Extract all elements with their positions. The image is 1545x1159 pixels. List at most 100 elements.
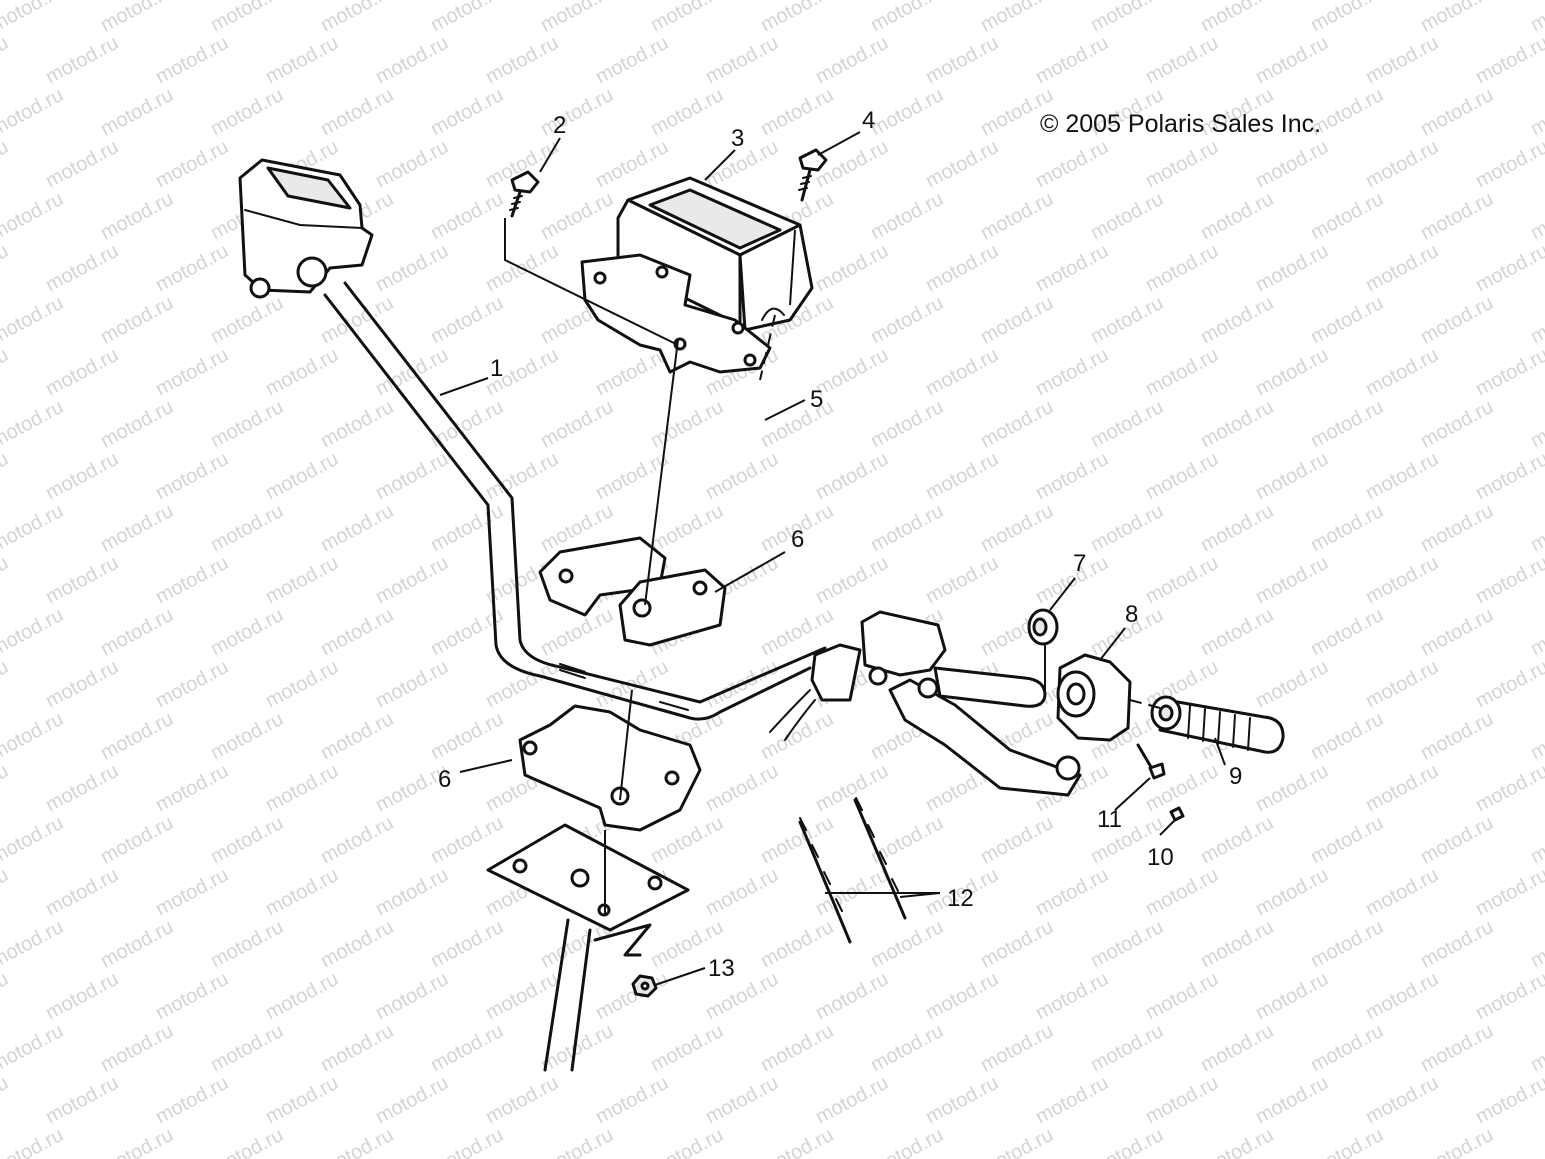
callout-leaders <box>439 131 1226 986</box>
watermark-text: motod.ru <box>1527 1124 1545 1159</box>
watermark-text: motod.ru <box>977 1124 1057 1159</box>
watermark-text: motod.ru <box>812 552 892 608</box>
watermark-text: motod.ru <box>867 1124 947 1159</box>
watermark-text: motod.ru <box>867 0 947 36</box>
watermark-text: motod.ru <box>867 292 947 348</box>
watermark-text: motod.ru <box>372 240 452 296</box>
watermark-text: motod.ru <box>1252 32 1332 88</box>
watermark-text: motod.ru <box>207 84 287 140</box>
watermark-text: motod.ru <box>0 292 67 348</box>
watermark-text: motod.ru <box>1032 136 1112 192</box>
watermark-text: motod.ru <box>1307 1020 1387 1076</box>
watermark-text: motod.ru <box>1142 1072 1222 1128</box>
part-left-master-cylinder <box>238 158 374 299</box>
watermark-text: motod.ru <box>1472 344 1545 400</box>
watermark-text: motod.ru <box>317 708 397 764</box>
watermark-text: motod.ru <box>97 916 177 972</box>
part-cover-pad <box>616 176 814 332</box>
watermark-text: motod.ru <box>702 448 782 504</box>
watermark-text: motod.ru <box>812 760 892 816</box>
watermark-text: motod.ru <box>427 708 507 764</box>
watermark-text: motod.ru <box>262 968 342 1024</box>
watermark-text: motod.ru <box>0 812 67 868</box>
watermark-text: motod.ru <box>1472 656 1545 712</box>
watermark-text: motod.ru <box>1472 240 1545 296</box>
watermark-text: motod.ru <box>1527 812 1545 868</box>
watermark-text: motod.ru <box>0 84 67 140</box>
watermark-text: motod.ru <box>1197 292 1277 348</box>
watermark-text: motod.ru <box>1472 552 1545 608</box>
part-grip <box>1150 695 1285 754</box>
callout-labels: 1 2 3 4 5 6 6 7 8 9 10 11 12 13 <box>438 107 1242 982</box>
watermark-text: motod.ru <box>1197 1124 1277 1159</box>
watermark-text: motod.ru <box>0 968 12 1024</box>
watermark-text: motod.ru <box>152 760 232 816</box>
watermark-text: motod.ru <box>537 1124 617 1159</box>
watermark-text: motod.ru <box>152 864 232 920</box>
part-switch-housing <box>1056 653 1132 742</box>
part-nut <box>631 974 658 998</box>
watermark-text: motod.ru <box>207 812 287 868</box>
watermark-text: motod.ru <box>812 32 892 88</box>
watermark-text: motod.ru <box>0 1020 67 1076</box>
watermark-text: motod.ru <box>1197 396 1277 452</box>
watermark-text: motod.ru <box>977 0 1057 36</box>
watermark-text: motod.ru <box>867 1020 947 1076</box>
watermark-text: motod.ru <box>1307 916 1387 972</box>
watermark-text: motod.ru <box>757 0 837 36</box>
watermark-text: motod.ru <box>1142 32 1222 88</box>
watermark-text: motod.ru <box>1362 656 1442 712</box>
watermark-text: motod.ru <box>0 760 12 816</box>
callout-11: 11 <box>1097 806 1122 833</box>
watermark-text: motod.ru <box>1417 916 1497 972</box>
watermark-text: motod.ru <box>0 1072 12 1128</box>
assembly-lines <box>504 218 1161 915</box>
watermark-text: motod.ru <box>207 292 287 348</box>
watermark-text: motod.ru <box>1362 240 1442 296</box>
watermark-text: motod.ru <box>1362 32 1442 88</box>
watermark-text: motod.ru <box>1087 1020 1167 1076</box>
watermark-text: motod.ru <box>152 968 232 1024</box>
watermark-text: motod.ru <box>0 604 67 660</box>
watermark-text: motod.ru <box>702 864 782 920</box>
watermark-text: motod.ru <box>42 656 122 712</box>
watermark-text: motod.ru <box>757 84 837 140</box>
part-cable-ties <box>798 797 907 944</box>
watermark-text: motod.ru <box>1142 448 1222 504</box>
watermark-text: motod.ru <box>702 760 782 816</box>
watermark-text: motod.ru <box>1307 708 1387 764</box>
watermark-text: motod.ru <box>0 708 67 764</box>
watermark-text: motod.ru <box>1032 448 1112 504</box>
watermark-text: motod.ru <box>1087 500 1167 556</box>
watermark-text: motod.ru <box>1527 916 1545 972</box>
callout-8: 8 <box>1125 601 1138 628</box>
watermark-text: motod.ru <box>1362 968 1442 1024</box>
watermark-text: motod.ru <box>1142 864 1222 920</box>
watermark-text: motod.ru <box>812 240 892 296</box>
watermark-text: motod.ru <box>427 0 507 36</box>
watermark-text: motod.ru <box>1032 32 1112 88</box>
watermark-text: motod.ru <box>977 812 1057 868</box>
watermark-text: motod.ru <box>812 1072 892 1128</box>
part-handlebar <box>323 281 827 741</box>
watermark-text: motod.ru <box>757 1020 837 1076</box>
callout-5: 5 <box>810 386 823 413</box>
watermark-text: motod.ru <box>922 32 1002 88</box>
watermark-text: motod.ru <box>97 0 177 36</box>
copyright-notice: © 2005 Polaris Sales Inc. <box>1040 110 1322 138</box>
watermark-text: motod.ru <box>427 1020 507 1076</box>
watermark-text: motod.ru <box>1142 240 1222 296</box>
watermark-text: motod.ru <box>0 344 12 400</box>
watermark-text: motod.ru <box>42 760 122 816</box>
watermark-text: motod.ru <box>1362 136 1442 192</box>
watermark-text: motod.ru <box>317 812 397 868</box>
callout-6-lower: 6 <box>438 766 451 793</box>
watermark-text: motod.ru <box>372 864 452 920</box>
watermark-text: motod.ru <box>1527 188 1545 244</box>
watermark-text: motod.ru <box>1252 552 1332 608</box>
watermark-text: motod.ru <box>1087 188 1167 244</box>
watermark-text: motod.ru <box>207 1124 287 1159</box>
watermark-text: motod.ru <box>97 1124 177 1159</box>
watermark-text: motod.ru <box>427 188 507 244</box>
watermark-text: motod.ru <box>1527 84 1545 140</box>
